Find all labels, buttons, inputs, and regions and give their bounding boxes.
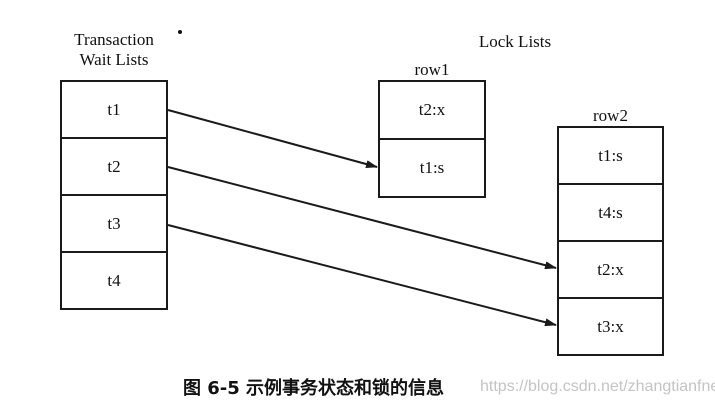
arrow-t2-to-row2-t2x (167, 166, 557, 270)
wait-list-item-t4: t4 (60, 251, 168, 310)
transaction-wait-lists-title-line2: Wait Lists (79, 50, 149, 69)
arrow-t1-to-row1-t1s (167, 109, 378, 168)
arrow-t3-to-row2-t3x (167, 224, 557, 327)
row2-entry-t3x: t3:x (557, 297, 664, 356)
stray-dot (178, 30, 182, 34)
wait-list-item-t1: t1 (60, 80, 168, 139)
transaction-wait-lists-title-line1: Transaction (74, 30, 154, 49)
row2-entry-t4s: t4:s (557, 183, 664, 242)
figure-caption: 图 6-5 示例事务状态和锁的信息 (183, 378, 445, 399)
row1-label: row1 (414, 60, 450, 79)
lock-lists-title: Lock Lists (478, 32, 552, 51)
transaction-wait-lists-title: Transaction Wait Lists (52, 30, 176, 70)
row2-label: row2 (593, 106, 628, 125)
wait-list-item-t3: t3 (60, 194, 168, 253)
row1-entry-t1s: t1:s (378, 138, 486, 198)
row2-entry-t1s: t1:s (557, 126, 664, 185)
watermark: https://blog.csdn.net/zhangtianfneg (480, 378, 715, 395)
